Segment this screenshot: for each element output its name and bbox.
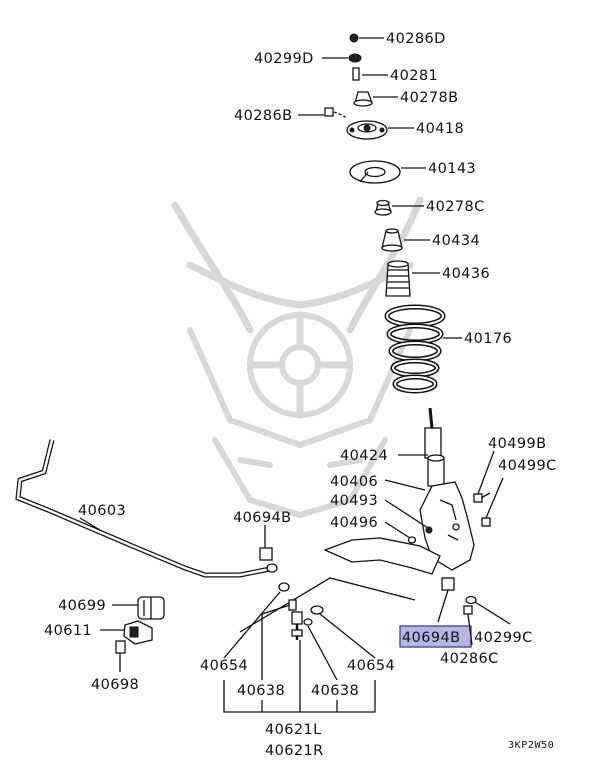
label-40286D: 40286D	[386, 31, 446, 47]
label-40499B: 40499B	[488, 436, 546, 452]
label-40281: 40281	[390, 68, 438, 84]
label-40406: 40406	[330, 474, 378, 490]
label-40434: 40434	[432, 233, 480, 249]
label-40698: 40698	[91, 677, 139, 693]
part-40424[interactable]: 40424	[340, 407, 445, 487]
label-40496: 40496	[330, 515, 378, 531]
label-40424: 40424	[340, 448, 388, 464]
part-40143[interactable]: 40143	[349, 160, 476, 184]
label-40694B-left: 40694B	[233, 510, 291, 526]
part-40286D[interactable]: 40286D	[349, 31, 446, 47]
label-40499C: 40499C	[498, 458, 557, 474]
label-40176: 40176	[464, 331, 512, 347]
part-40694B-selected[interactable]: 40694B	[399, 577, 472, 648]
part-40286B[interactable]: 40286B	[234, 107, 348, 124]
label-40493: 40493	[330, 493, 378, 509]
label-40638-left: 40638	[237, 683, 285, 699]
label-40654-left: 40654	[200, 658, 248, 674]
part-40698[interactable]: 40698	[91, 640, 139, 693]
label-40699: 40699	[58, 598, 106, 614]
part-40406[interactable]: 40406	[323, 474, 475, 575]
link-kit-leaders	[223, 591, 376, 713]
label-40621R: 40621R	[265, 743, 324, 759]
watermark-emblem	[171, 196, 424, 518]
label-40694B-selected: 40694B	[402, 630, 460, 646]
label-40286B: 40286B	[234, 108, 292, 124]
part-40278B[interactable]: 40278B	[353, 90, 458, 107]
part-40281[interactable]: 40281	[352, 67, 438, 84]
part-40611[interactable]: 40611	[44, 620, 153, 645]
part-40434[interactable]: 40434	[381, 228, 480, 252]
part-40499B[interactable]: 40499B	[473, 436, 546, 503]
label-40638-right: 40638	[311, 683, 359, 699]
part-40176[interactable]: 40176	[384, 304, 512, 394]
label-40286C: 40286C	[440, 651, 499, 667]
label-40603: 40603	[78, 503, 126, 519]
label-40278C: 40278C	[426, 199, 485, 215]
part-40436[interactable]: 40436	[385, 260, 490, 297]
link-kit-parts[interactable]	[239, 577, 416, 640]
label-40418: 40418	[416, 121, 464, 137]
label-40436: 40436	[442, 266, 490, 282]
part-40418[interactable]: 40418	[346, 120, 464, 140]
label-40299C: 40299C	[474, 630, 533, 646]
part-40493[interactable]: 40493	[330, 493, 433, 534]
label-40611: 40611	[44, 623, 92, 639]
part-40278C[interactable]: 40278C	[374, 199, 485, 216]
label-40621L: 40621L	[265, 722, 322, 738]
part-40699[interactable]: 40699	[58, 596, 165, 620]
diagram-code: 3KP2W50	[508, 740, 554, 751]
label-40654-right: 40654	[347, 658, 395, 674]
part-40286C[interactable]: 40286C	[440, 605, 499, 667]
label-40278B: 40278B	[400, 90, 458, 106]
label-40143: 40143	[428, 161, 476, 177]
part-40496[interactable]: 40496	[330, 515, 417, 544]
part-40299C[interactable]: 40299C	[465, 595, 533, 647]
label-40299D: 40299D	[254, 51, 314, 67]
part-40603[interactable]: 40603	[15, 439, 278, 578]
part-40694B-left[interactable]: 40694B	[233, 510, 291, 561]
part-40299D[interactable]: 40299D	[254, 51, 362, 67]
part-40499C[interactable]: 40499C	[481, 458, 557, 527]
